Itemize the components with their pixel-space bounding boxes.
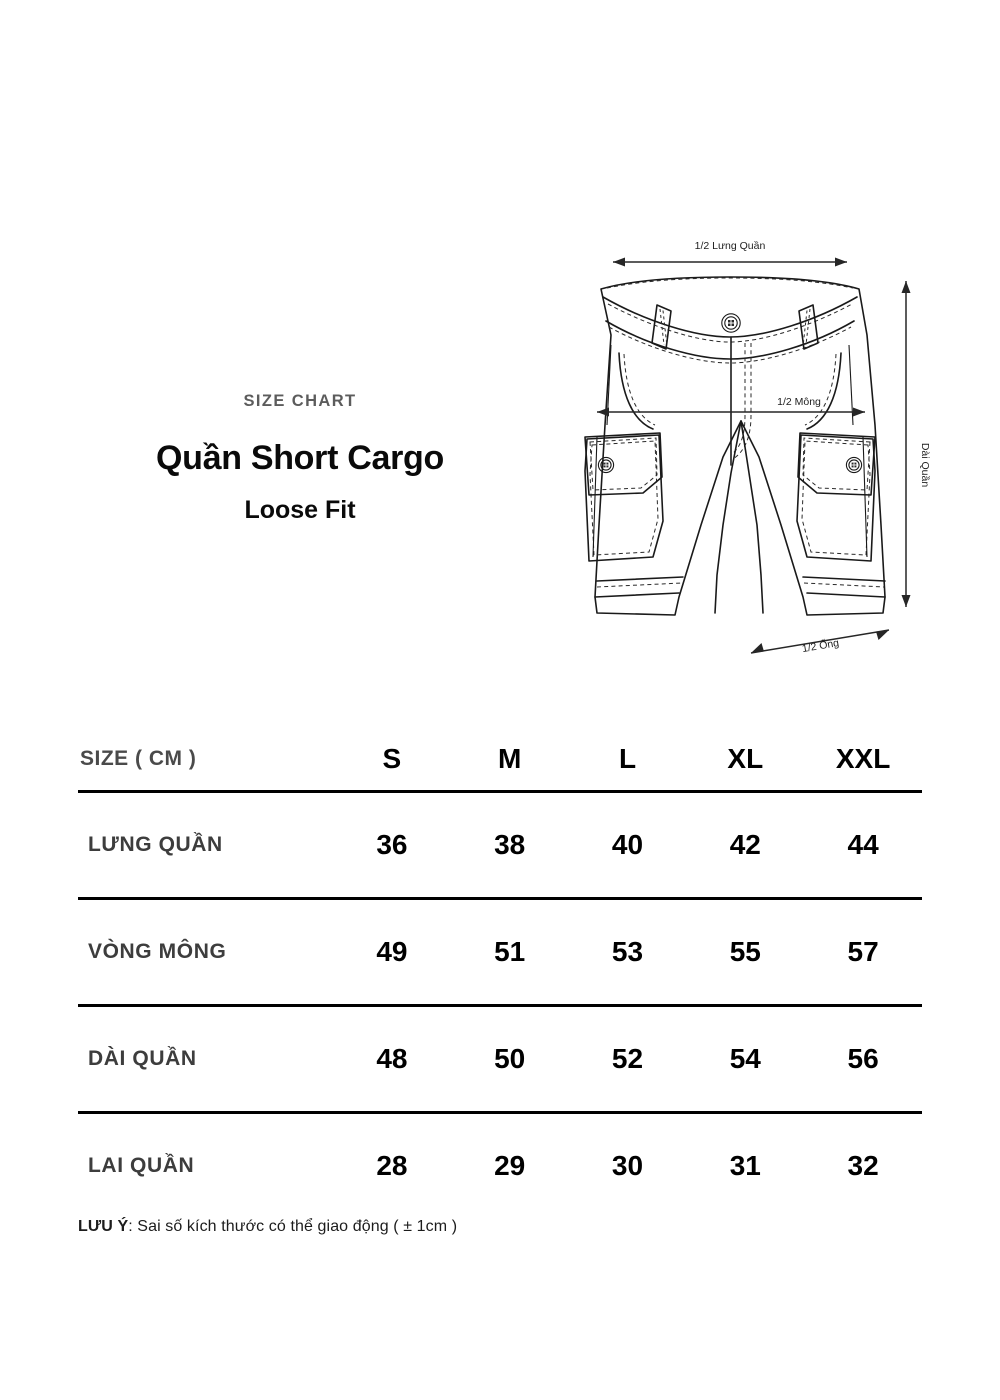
cell-length-m: 50 (494, 1043, 526, 1074)
row-label-length: DÀI QUẦN (88, 1047, 197, 1070)
cell-hip-xl: 55 (729, 936, 761, 967)
cell-hip-l: 53 (611, 936, 644, 967)
cell-length-l: 52 (611, 1043, 644, 1074)
table-row: LAI QUẦN 28 29 30 31 32 (78, 1112, 922, 1219)
cell-hip-m: 51 (494, 936, 526, 967)
table-row: DÀI QUẦN 48 50 52 54 56 (78, 1005, 922, 1113)
cell-length-xl: 54 (729, 1043, 761, 1074)
eyebrow-label: SIZE CHART (243, 392, 357, 410)
leg-opening-dimension-label: 1/2 Ống (801, 635, 840, 655)
belt-loop-right (798, 304, 819, 350)
size-chart-table: SIZE ( CM ) S M L XL XXL LƯNG QUẦN 36 38… (78, 728, 922, 1218)
waist-dimension-label: 1/2 Lưng Quần (695, 240, 766, 252)
length-dimension-arrow (901, 281, 911, 607)
title-block: SIZE CHART Quần Short Cargo Loose Fit (60, 392, 540, 525)
row-label-waist: LƯNG QUẦN (88, 833, 223, 856)
leg-opening-dimension-arrow (750, 629, 890, 654)
cargo-pocket-left (584, 432, 664, 562)
cell-hem-s: 28 (376, 1150, 408, 1181)
cell-length-s: 48 (376, 1043, 408, 1074)
column-header-label: SIZE ( CM ) (80, 747, 197, 770)
table-row: LƯNG QUẦN 36 38 40 42 44 (78, 791, 922, 899)
front-pocket-right (804, 344, 854, 430)
cell-waist-xxl: 44 (847, 829, 879, 860)
cell-waist-xl: 42 (729, 829, 761, 860)
page-title: Quần Short Cargo (156, 438, 444, 477)
column-header-xxl: XXL (835, 743, 891, 774)
cell-length-xxl: 56 (847, 1043, 879, 1074)
front-pocket-left (606, 344, 656, 430)
waist-dimension-arrow (613, 257, 847, 267)
disclaimer-text: : Sai số kích thước có thể giao động ( ±… (128, 1218, 458, 1235)
shorts-body (594, 276, 886, 616)
waistband-button (721, 313, 741, 333)
page-subtitle: Loose Fit (244, 496, 356, 525)
column-header-l: L (618, 743, 637, 774)
row-label-hem: LAI QUẦN (88, 1154, 195, 1177)
cell-waist-s: 36 (376, 829, 408, 860)
inseam (714, 420, 764, 614)
front-fly (730, 336, 752, 466)
column-header-xl: XL (727, 743, 764, 774)
cell-hem-l: 30 (611, 1150, 644, 1181)
hip-dimension-label: 1/2 Mông (777, 396, 821, 408)
hem-cuffs (594, 576, 886, 598)
length-dimension-label: Dài Quần (919, 443, 931, 488)
table-row: VÒNG MÔNG 49 51 53 55 57 (78, 898, 922, 1006)
cell-hem-m: 29 (494, 1150, 526, 1181)
disclaimer-prefix: LƯU Ý (78, 1218, 129, 1235)
cell-waist-l: 40 (611, 829, 644, 860)
table-header-row: SIZE ( CM ) S M L XL XXL (78, 728, 922, 792)
row-label-hip: VÒNG MÔNG (88, 940, 227, 963)
cell-waist-m: 38 (494, 829, 526, 860)
column-header-s: S (382, 743, 402, 774)
cell-hip-s: 49 (376, 936, 408, 967)
cargo-pocket-right (796, 432, 876, 562)
cargo-shorts-illustration: 1/2 Lưng Quần (545, 225, 965, 685)
column-header-m: M (498, 743, 522, 774)
cell-hem-xl: 31 (729, 1150, 761, 1181)
belt-loop-left (651, 304, 672, 350)
cell-hem-xxl: 32 (847, 1150, 879, 1181)
cell-hip-xxl: 57 (847, 936, 879, 967)
hip-dimension-arrow (597, 407, 865, 417)
disclaimer-note: LƯU Ý: Sai số kích thước có thể giao độn… (78, 1218, 457, 1236)
